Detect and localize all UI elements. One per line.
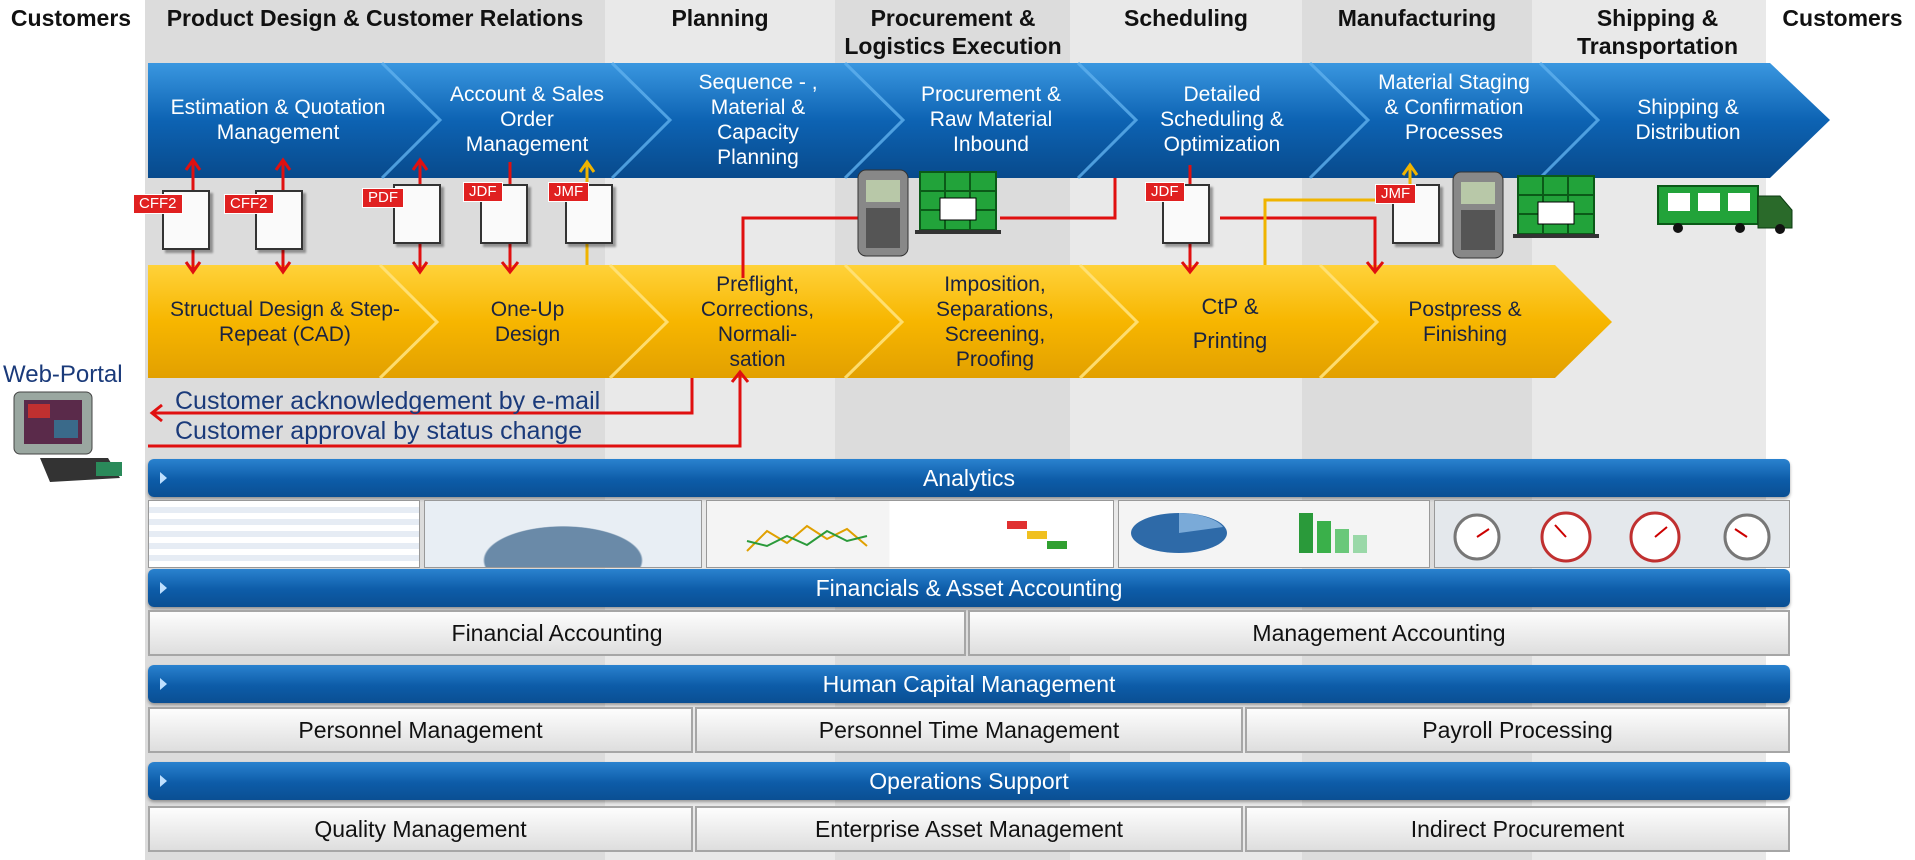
process-shipping-distribution[interactable]: Shipping & Distribution — [1635, 96, 1741, 144]
red-flow-arrows — [148, 157, 1385, 448]
handheld-scanner-icon — [857, 169, 909, 257]
process-sequence-material-capacity[interactable]: Sequence - , Material & Capacity Plannin… — [698, 71, 818, 169]
financials-bar[interactable]: Financials & Asset Accounting — [148, 569, 1790, 607]
jmf-tag: JMF — [1375, 184, 1417, 204]
operations-support-bar[interactable]: Operations Support — [148, 762, 1790, 800]
process-detailed-scheduling[interactable]: Detailed Scheduling & Optimization — [1160, 83, 1284, 156]
report-table-thumbnail[interactable] — [148, 500, 420, 568]
handheld-scanner-icon — [1452, 171, 1504, 259]
presentation-layer-thumbnail[interactable] — [424, 500, 702, 568]
analytics-bar[interactable]: Analytics — [148, 459, 1790, 497]
payroll-processing-cell[interactable]: Payroll Processing — [1245, 707, 1790, 753]
cff2-tag: CFF2 — [224, 194, 274, 214]
management-accounting-cell[interactable]: Management Accounting — [968, 610, 1790, 656]
pdf-tag: PDF — [362, 188, 404, 208]
column-header-customers-right: Customers — [1782, 5, 1903, 31]
process-material-staging[interactable]: Material Staging & Confirmation Processe… — [1378, 71, 1530, 144]
gauges-thumbnail[interactable] — [1434, 500, 1790, 568]
pie-bar-preview — [1131, 513, 1367, 553]
blue-chevron-band — [148, 61, 1830, 180]
line-chart-preview — [746, 521, 1067, 552]
financials-label: Financials & Asset Accounting — [815, 575, 1123, 601]
jdf-tag: JDF — [463, 182, 503, 202]
analytics-label: Analytics — [922, 465, 1016, 491]
cff2-tag: CFF2 — [133, 194, 183, 214]
personnel-management-cell[interactable]: Personnel Management — [148, 707, 693, 753]
enterprise-asset-management-cell[interactable]: Enterprise Asset Management — [695, 806, 1243, 852]
hcm-bar[interactable]: Human Capital Management — [148, 665, 1790, 703]
expand-triangle-icon — [160, 472, 167, 484]
column-header-scheduling: Scheduling — [1124, 5, 1248, 31]
process-postpress[interactable]: Postpress & Finishing — [1408, 298, 1522, 346]
pallet-stack-icon — [915, 171, 1001, 234]
yellow-chevron-band — [148, 263, 1612, 380]
process-one-up-design[interactable]: One-Up Design — [490, 298, 565, 346]
process-estimation-quotation[interactable]: Estimation & Quotation Management — [170, 96, 386, 144]
column-header-manufacturing: Manufacturing — [1337, 5, 1497, 31]
process-procurement-inbound[interactable]: Procurement & Raw Material Inbound — [920, 83, 1062, 156]
column-header-planning: Planning — [671, 5, 769, 31]
financial-accounting-cell[interactable]: Financial Accounting — [148, 610, 966, 656]
column-header-product-design: Product Design & Customer Relations — [166, 5, 584, 31]
process-imposition[interactable]: Imposition, Separations, Screening, Proo… — [936, 273, 1054, 371]
indirect-procurement-cell[interactable]: Indirect Procurement — [1245, 806, 1790, 852]
pallet-stack-icon — [1513, 175, 1599, 238]
web-portal-label[interactable]: Web-Portal — [3, 361, 123, 388]
jmf-tag: JMF — [548, 182, 590, 202]
process-preflight[interactable]: Preflight, Corrections, Normali-sation — [700, 273, 815, 371]
process-account-sales-order[interactable]: Account & Sales Order Management — [449, 83, 605, 156]
column-header-shipping: Shipping & Transportation — [1576, 5, 1738, 59]
column-header-procurement: Procurement & Logistics Execution — [844, 5, 1062, 59]
customer-acknowledgement-note: Customer acknowledgement by e-mail — [175, 387, 601, 415]
expand-triangle-icon — [160, 678, 167, 690]
operations-support-label: Operations Support — [869, 768, 1069, 794]
computer-icon — [13, 391, 122, 482]
quality-management-cell[interactable]: Quality Management — [148, 806, 693, 852]
process-ctp-printing[interactable]: CtP & Printing — [1192, 294, 1268, 353]
line-chart-thumbnail[interactable] — [706, 500, 1114, 568]
pie-bar-chart-thumbnail[interactable] — [1118, 500, 1430, 568]
jdf-tag: JDF — [1145, 182, 1185, 202]
customer-approval-note: Customer approval by status change — [175, 417, 583, 445]
column-header-customers-left: Customers — [10, 5, 132, 31]
process-structural-design[interactable]: Structual Design & Step-Repeat (CAD) — [170, 298, 400, 346]
gauges-preview — [1453, 511, 1771, 563]
hcm-label: Human Capital Management — [822, 671, 1116, 697]
expand-triangle-icon — [160, 582, 167, 594]
delivery-truck-icon — [1657, 185, 1793, 234]
personnel-time-management-cell[interactable]: Personnel Time Management — [695, 707, 1243, 753]
expand-triangle-icon — [160, 775, 167, 787]
